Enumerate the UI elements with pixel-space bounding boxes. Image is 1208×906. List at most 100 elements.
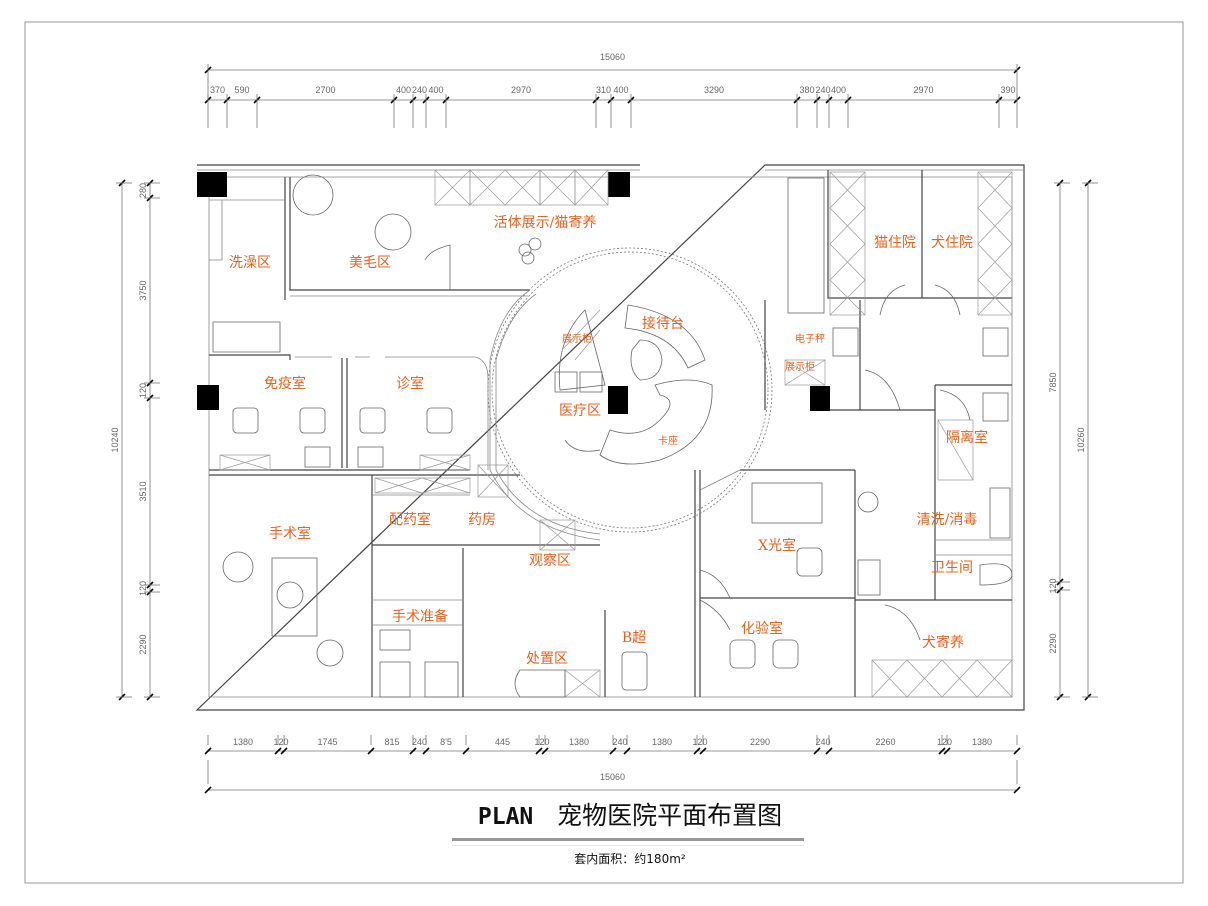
dim-bottom-value: 1745 — [317, 737, 337, 747]
dim-bottom-value: 1380 — [972, 737, 992, 747]
dim-top-value: 390 — [1000, 85, 1015, 95]
dim-bottom-value: 815 — [384, 737, 399, 747]
dim-bottom-tick — [825, 747, 833, 755]
dim-bottom-value: 2290 — [750, 737, 770, 747]
title-underline-thin — [452, 845, 804, 846]
furniture — [219, 169, 1013, 698]
dim-bottom-tick — [938, 747, 946, 755]
dim-bottom-tick — [280, 747, 288, 755]
dim-left-value: 120 — [138, 581, 148, 596]
dim-left-total-value: 10240 — [110, 427, 120, 452]
dim-left-value: 120 — [138, 383, 148, 398]
label-consult: 诊室 — [396, 375, 424, 392]
label-dispensing: 配药室 — [389, 511, 431, 528]
label-display-cabinet-1: 展示柜 — [562, 332, 592, 345]
area-note: 套内面积：约180m² — [574, 852, 686, 866]
dim-bottom-value: 8'5 — [440, 737, 452, 747]
label-cat-ward: 猫住院 — [874, 235, 916, 251]
dim-right-value: 7850 — [1048, 372, 1058, 392]
dim-top-value: 380 — [799, 85, 814, 95]
dim-bottom-tick — [274, 747, 282, 755]
dim-bottom-value: 445 — [495, 737, 510, 747]
dim-bottom-tick — [699, 747, 707, 755]
dim-bottom-tick — [535, 747, 543, 755]
label-surgery-prep: 手术准备 — [392, 608, 448, 625]
label-immunization: 免疫室 — [264, 375, 306, 392]
dim-bottom-tick — [623, 747, 631, 755]
dim-left-value: 3510 — [138, 481, 148, 501]
dim-bottom-value: 240 — [412, 737, 427, 747]
label-dog-boarding: 犬寄养 — [922, 634, 964, 651]
dim-top-value: 240 — [412, 85, 427, 95]
label-seating: 卡座 — [658, 434, 678, 447]
dim-bottom-tick — [204, 747, 212, 755]
label-display-cabinet-2: 展示柜 — [785, 360, 815, 373]
title-cn: 宠物医院平面布置图 — [557, 801, 783, 830]
title-underline — [452, 838, 804, 841]
label-isolation: 隔离室 — [946, 429, 988, 446]
dim-right-total-value: 10260 — [1076, 427, 1086, 452]
dim-top-value: 370 — [210, 85, 225, 95]
dim-left-value: 2290 — [138, 634, 148, 654]
label-treatment: 处置区 — [526, 651, 568, 667]
dim-bottom-total-tick — [1013, 786, 1021, 794]
dim-bottom-tick — [541, 747, 549, 755]
dim-left-value: 3750 — [138, 280, 148, 300]
plan-title: PLAN 宠物医院平面布置图 — [440, 796, 820, 832]
dim-top-value: 2970 — [511, 85, 531, 95]
dim-bottom-value: 120 — [273, 737, 288, 747]
label-toilet: 卫生间 — [931, 560, 973, 576]
dim-top-value: 310 — [596, 85, 611, 95]
label-observation: 观察区 — [529, 552, 571, 569]
dim-top-value: 590 — [234, 85, 249, 95]
reception-rotunda — [487, 247, 773, 541]
dim-left-value: 280 — [138, 183, 148, 198]
dim-bottom-value: 120 — [534, 737, 549, 747]
dim-bottom-tick — [943, 747, 951, 755]
dim-bottom-tick — [422, 747, 430, 755]
dim-bottom-total-tick — [204, 786, 212, 794]
dim-bottom-value: 240 — [815, 737, 830, 747]
dim-bottom-value: 120 — [937, 737, 952, 747]
dim-bottom-value: 2260 — [875, 737, 895, 747]
dim-top-value: 400 — [396, 85, 411, 95]
label-cleaning: 清洗/消毒 — [917, 512, 978, 528]
label-pharmacy: 药房 — [468, 512, 496, 528]
dim-top-value: 400 — [831, 85, 846, 95]
dim-top-total-value: 15060 — [600, 52, 625, 62]
dim-bottom-value: 120 — [692, 737, 707, 747]
dim-bottom-value: 1380 — [652, 737, 672, 747]
dim-bottom-tick — [609, 747, 617, 755]
dim-bottom-tick — [409, 747, 417, 755]
dim-bottom-tick — [1013, 747, 1021, 755]
title-en: PLAN — [477, 804, 534, 830]
room-labels: 洗澡区 美毛区 活体展示/猫寄养 猫住院 犬住院 接待台 展示柜 电子秤 展示柜… — [229, 214, 988, 667]
dim-top-value: 240 — [815, 85, 830, 95]
dim-bottom-tick — [813, 747, 821, 755]
drawing-frame — [24, 21, 1184, 884]
dim-bottom-tick — [367, 747, 375, 755]
dim-bottom-tick — [693, 747, 701, 755]
label-lab: 化验室 — [741, 620, 783, 637]
label-grooming: 美毛区 — [349, 255, 391, 271]
label-display-cat: 活体展示/猫寄养 — [494, 214, 597, 231]
label-scale: 电子秤 — [795, 332, 825, 345]
dim-bottom-total-value: 15060 — [600, 772, 625, 782]
dim-top-value: 3290 — [704, 85, 724, 95]
dim-bottom-value: 240 — [612, 737, 627, 747]
dim-bottom-value: 1380 — [569, 737, 589, 747]
label-ultrasound: B超 — [622, 630, 646, 646]
label-surgery: 手术室 — [269, 525, 311, 542]
dim-bottom-value: 1380 — [233, 737, 253, 747]
dim-bottom-tick — [462, 747, 470, 755]
dim-top-value: 400 — [613, 85, 628, 95]
label-dog-ward: 犬住院 — [931, 235, 973, 251]
dim-top-value: 2970 — [913, 85, 933, 95]
label-medical-zone: 医疗区 — [559, 403, 601, 419]
dim-right-value: 120 — [1048, 578, 1058, 593]
label-bath: 洗澡区 — [229, 255, 271, 271]
dim-right-value: 2290 — [1048, 633, 1058, 653]
label-xray: X光室 — [758, 537, 796, 554]
